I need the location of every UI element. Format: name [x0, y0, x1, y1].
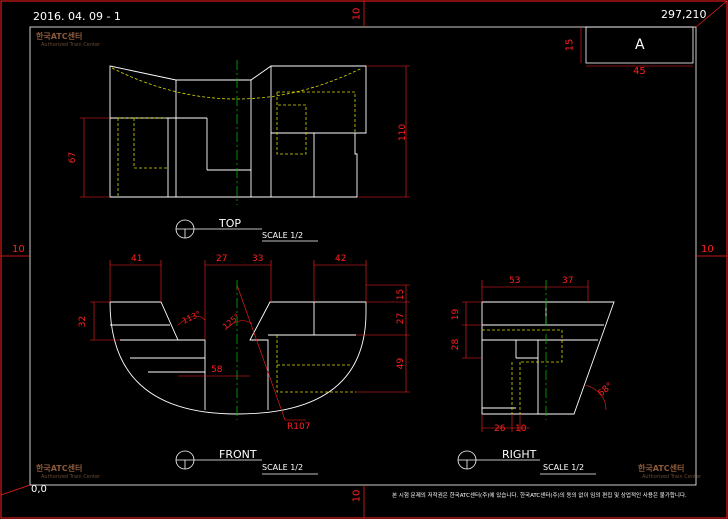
top-view-hidden	[111, 67, 363, 197]
top-view-dimensions	[80, 65, 410, 198]
brand-logo-bottom-right: 한국ATC센터	[638, 464, 685, 473]
dim-58: 58	[211, 365, 223, 375]
dim-10: 10	[515, 424, 527, 434]
view-symbols	[175, 219, 596, 475]
paper-size-label: 297,210	[661, 8, 707, 21]
dim-19: 19	[451, 308, 462, 321]
dim-28: 28	[451, 338, 462, 351]
front-view-label: FRONT	[219, 448, 257, 461]
title-block-width: 45	[633, 66, 646, 77]
front-view-dimensions	[90, 260, 410, 421]
margin-label-top: 10	[351, 7, 363, 21]
drawing-frame	[29, 26, 697, 486]
right-view-dimensions	[462, 280, 607, 432]
dim-49: 49	[396, 357, 407, 370]
top-view	[109, 65, 367, 198]
margin-label-bottom: 10	[351, 489, 363, 503]
dim-27-top: 27	[216, 254, 228, 264]
dim-26: 26	[494, 424, 506, 434]
dim-67: 67	[68, 151, 79, 164]
right-view-label: RIGHT	[502, 448, 537, 461]
dim-33: 33	[252, 254, 264, 264]
right-view-scale: SCALE 1/2	[543, 463, 585, 472]
front-view-hidden	[276, 335, 356, 393]
dim-15-front: 15	[396, 288, 407, 301]
brand-subtitle-top: Authorized Train Center	[41, 42, 101, 48]
brand-logo-bottom-left: 한국ATC센터	[36, 464, 83, 473]
brand-subtitle-bottom-right: Authorized Train Center	[642, 474, 702, 480]
title-block-letter: A	[635, 37, 645, 53]
dim-27-right: 27	[396, 312, 407, 325]
title-block-height: 15	[564, 38, 576, 52]
title-block-box	[585, 26, 694, 64]
margin-label-left: 10	[12, 244, 25, 255]
dim-42: 42	[335, 254, 347, 264]
brand-subtitle-bottom-left: Authorized Train Center	[41, 474, 101, 480]
dim-110: 110	[398, 123, 409, 142]
copyright-notice: 본 시험 문제의 저작권은 한국ATC센터(주)에 있습니다. 한국ATC센터(…	[392, 493, 687, 499]
front-view-scale: SCALE 1/2	[262, 463, 304, 472]
dim-r107: R107	[287, 422, 311, 432]
right-view	[481, 301, 615, 415]
drawing-date: 2016. 04. 09 - 1	[33, 10, 121, 23]
margin-label-right: 10	[701, 244, 714, 255]
dim-53: 53	[509, 276, 521, 286]
top-view-outline	[109, 65, 367, 198]
origin-label: 0,0	[31, 484, 47, 495]
right-view-hidden	[482, 329, 563, 414]
dim-41: 41	[131, 254, 143, 264]
origin-tick	[0, 484, 31, 496]
dim-32: 32	[78, 315, 89, 328]
top-view-label: TOP	[219, 217, 242, 230]
dim-37: 37	[562, 276, 574, 286]
brand-logo-top: 한국ATC센터	[36, 32, 83, 41]
right-view-outline	[481, 301, 615, 415]
top-view-scale: SCALE 1/2	[262, 231, 304, 240]
corner-tick	[695, 0, 728, 28]
